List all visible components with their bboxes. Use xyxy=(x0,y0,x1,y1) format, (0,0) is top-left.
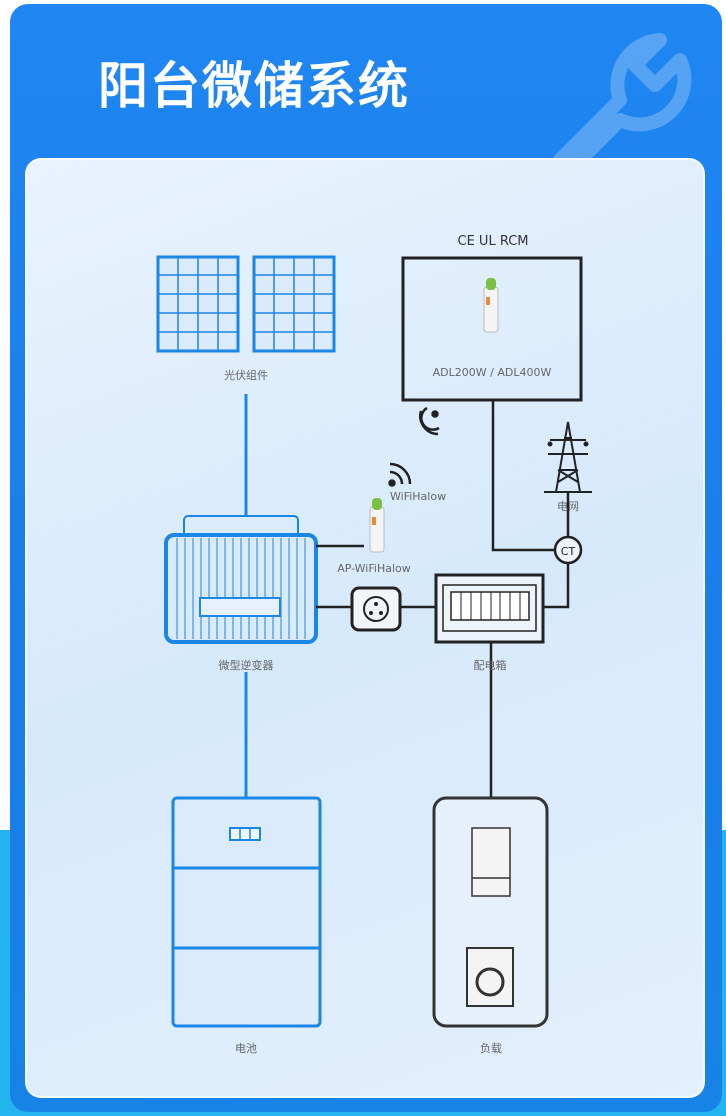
ct-label: CT xyxy=(561,545,576,558)
inverter-label: 微型逆变器 xyxy=(219,658,274,672)
load-label: 负载 xyxy=(480,1041,502,1055)
power-tower-icon xyxy=(544,421,592,493)
battery-label: 电池 xyxy=(235,1042,257,1055)
wifi-signal-icon xyxy=(388,462,412,487)
micro-inverter-icon xyxy=(164,515,318,644)
grid-label: 电网 xyxy=(557,500,579,513)
system-diagram: 光伏组件 微型逆变器 WiFiHalow AP-WiFiHalow 配电箱 CT… xyxy=(156,234,592,1055)
pv-panel-icon xyxy=(156,255,336,353)
page-title: 阳台微储系统 xyxy=(98,57,410,115)
meter-model-label: ADL200W / ADL400W xyxy=(433,366,552,379)
wrench-icon xyxy=(553,33,692,167)
distribution-box-label: 配电箱 xyxy=(474,658,507,672)
ap-wifi-module-icon xyxy=(369,498,385,553)
pv-label: 光伏组件 xyxy=(224,368,268,382)
certifications-label: CE UL RCM xyxy=(458,234,529,249)
ct-icon xyxy=(553,535,583,565)
ac-connection-lines xyxy=(316,400,570,797)
meter-wireless-icon xyxy=(419,406,440,436)
distribution-box-icon xyxy=(434,573,545,644)
battery-icon xyxy=(171,796,322,1028)
energy-meter-icon xyxy=(483,278,499,333)
meter-box xyxy=(401,256,583,402)
ap-wifi-label: AP-WiFiHalow xyxy=(337,562,411,575)
wifi-label: WiFiHalow xyxy=(390,490,446,503)
diagram-panel: 光伏组件 微型逆变器 WiFiHalow AP-WiFiHalow 配电箱 CT… xyxy=(25,158,705,1098)
socket-icon xyxy=(350,586,402,632)
load-appliances-icon xyxy=(432,796,549,1028)
